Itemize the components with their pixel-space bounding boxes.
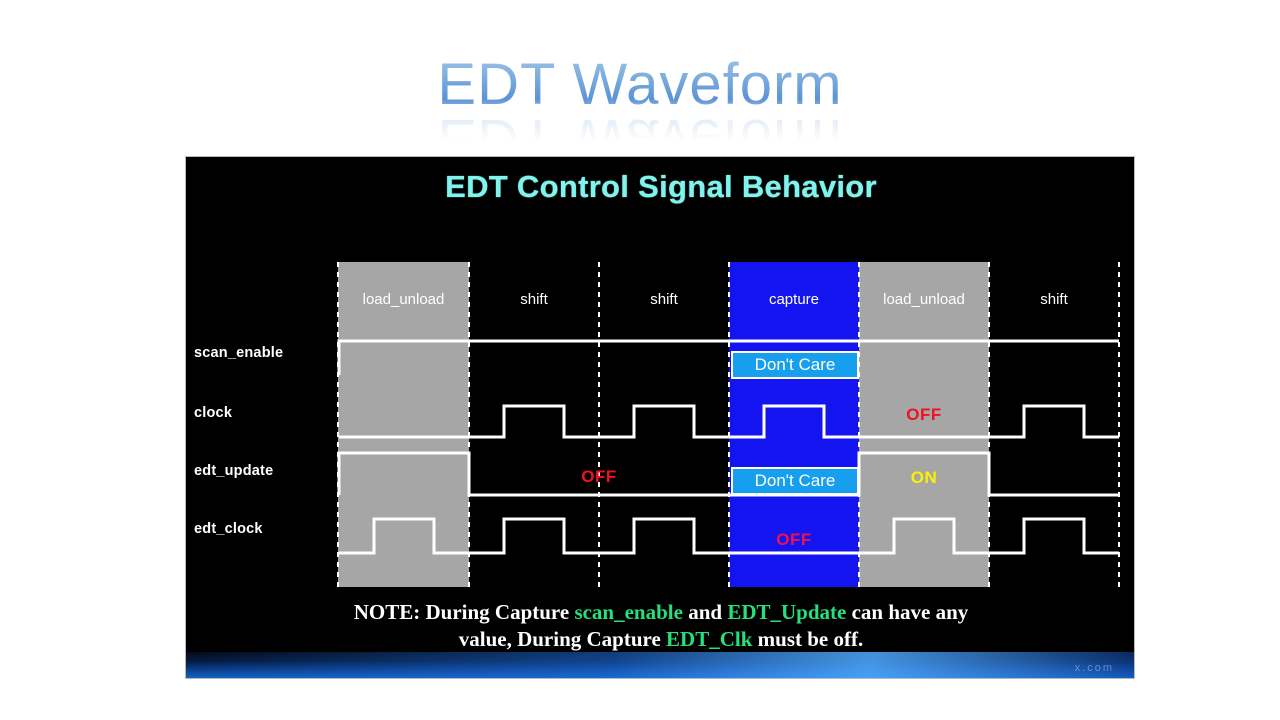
note-signal-edt-clk: EDT_Clk bbox=[666, 627, 753, 651]
phase-column-shift-2 bbox=[599, 262, 729, 587]
waveform-image: EDT Control Signal Behavior load_unload … bbox=[185, 156, 1135, 679]
phase-label-load-unload-1: load_unload bbox=[362, 291, 445, 308]
note-line2-prefix: value, During Capture bbox=[458, 627, 667, 651]
slide-title-block: EDT Waveform EDT Waveform bbox=[0, 52, 1280, 172]
note-signal-edt-update: EDT_Update bbox=[727, 600, 847, 624]
page-title: EDT Waveform bbox=[437, 52, 843, 117]
note-line2-suffix: must be off. bbox=[752, 627, 864, 651]
note-mid-1: and bbox=[682, 600, 728, 624]
annotation-clock-off: OFF bbox=[906, 405, 942, 424]
annotation-edt-update-on: ON bbox=[910, 468, 938, 487]
annotation-scan-enable-dont-care: Don't Care bbox=[731, 351, 859, 379]
signal-label-scan-enable: scan_enable bbox=[194, 345, 284, 361]
note-line-2: value, During Capture EDT_Clk must be of… bbox=[196, 626, 1126, 653]
annotation-edt-update-dont-care: Don't Care bbox=[731, 467, 859, 495]
phase-separator-1 bbox=[468, 262, 470, 587]
phase-column-shift-3 bbox=[989, 262, 1119, 587]
phase-label-load-unload-2: load_unload bbox=[883, 291, 965, 308]
phase-label-shift-3: shift bbox=[1040, 291, 1068, 308]
waveform-title: EDT Control Signal Behavior bbox=[445, 169, 877, 204]
phase-separator-6 bbox=[1118, 262, 1120, 587]
signal-label-edt-update: edt_update bbox=[194, 463, 274, 479]
annotation-edt-update-off: OFF bbox=[581, 467, 617, 486]
phase-column-shift-1 bbox=[469, 262, 599, 587]
phase-column-load-unload-1 bbox=[338, 262, 469, 587]
phase-label-capture: capture bbox=[768, 291, 820, 308]
phase-label-shift-2: shift bbox=[650, 291, 678, 308]
signal-label-clock: clock bbox=[194, 405, 233, 421]
phase-label-shift-1: shift bbox=[520, 291, 548, 308]
signal-label-edt-clock: edt_clock bbox=[194, 521, 263, 537]
watermark-text: x.com bbox=[1074, 662, 1114, 674]
waveform-plot-area: load_unload shift shift capture load_unl… bbox=[186, 157, 1134, 678]
note-mid-2: can have any bbox=[846, 600, 969, 624]
decorative-bottom-band: x.com bbox=[186, 652, 1134, 678]
phase-separator-2 bbox=[598, 262, 600, 587]
phase-separator-0 bbox=[337, 262, 339, 587]
note-signal-scan-enable: scan_enable bbox=[574, 600, 683, 624]
annotation-edt-clock-off: OFF bbox=[776, 530, 812, 549]
note-prefix: NOTE: During Capture bbox=[353, 600, 575, 624]
waveform-note: NOTE: During Capture scan_enable and EDT… bbox=[196, 599, 1126, 653]
